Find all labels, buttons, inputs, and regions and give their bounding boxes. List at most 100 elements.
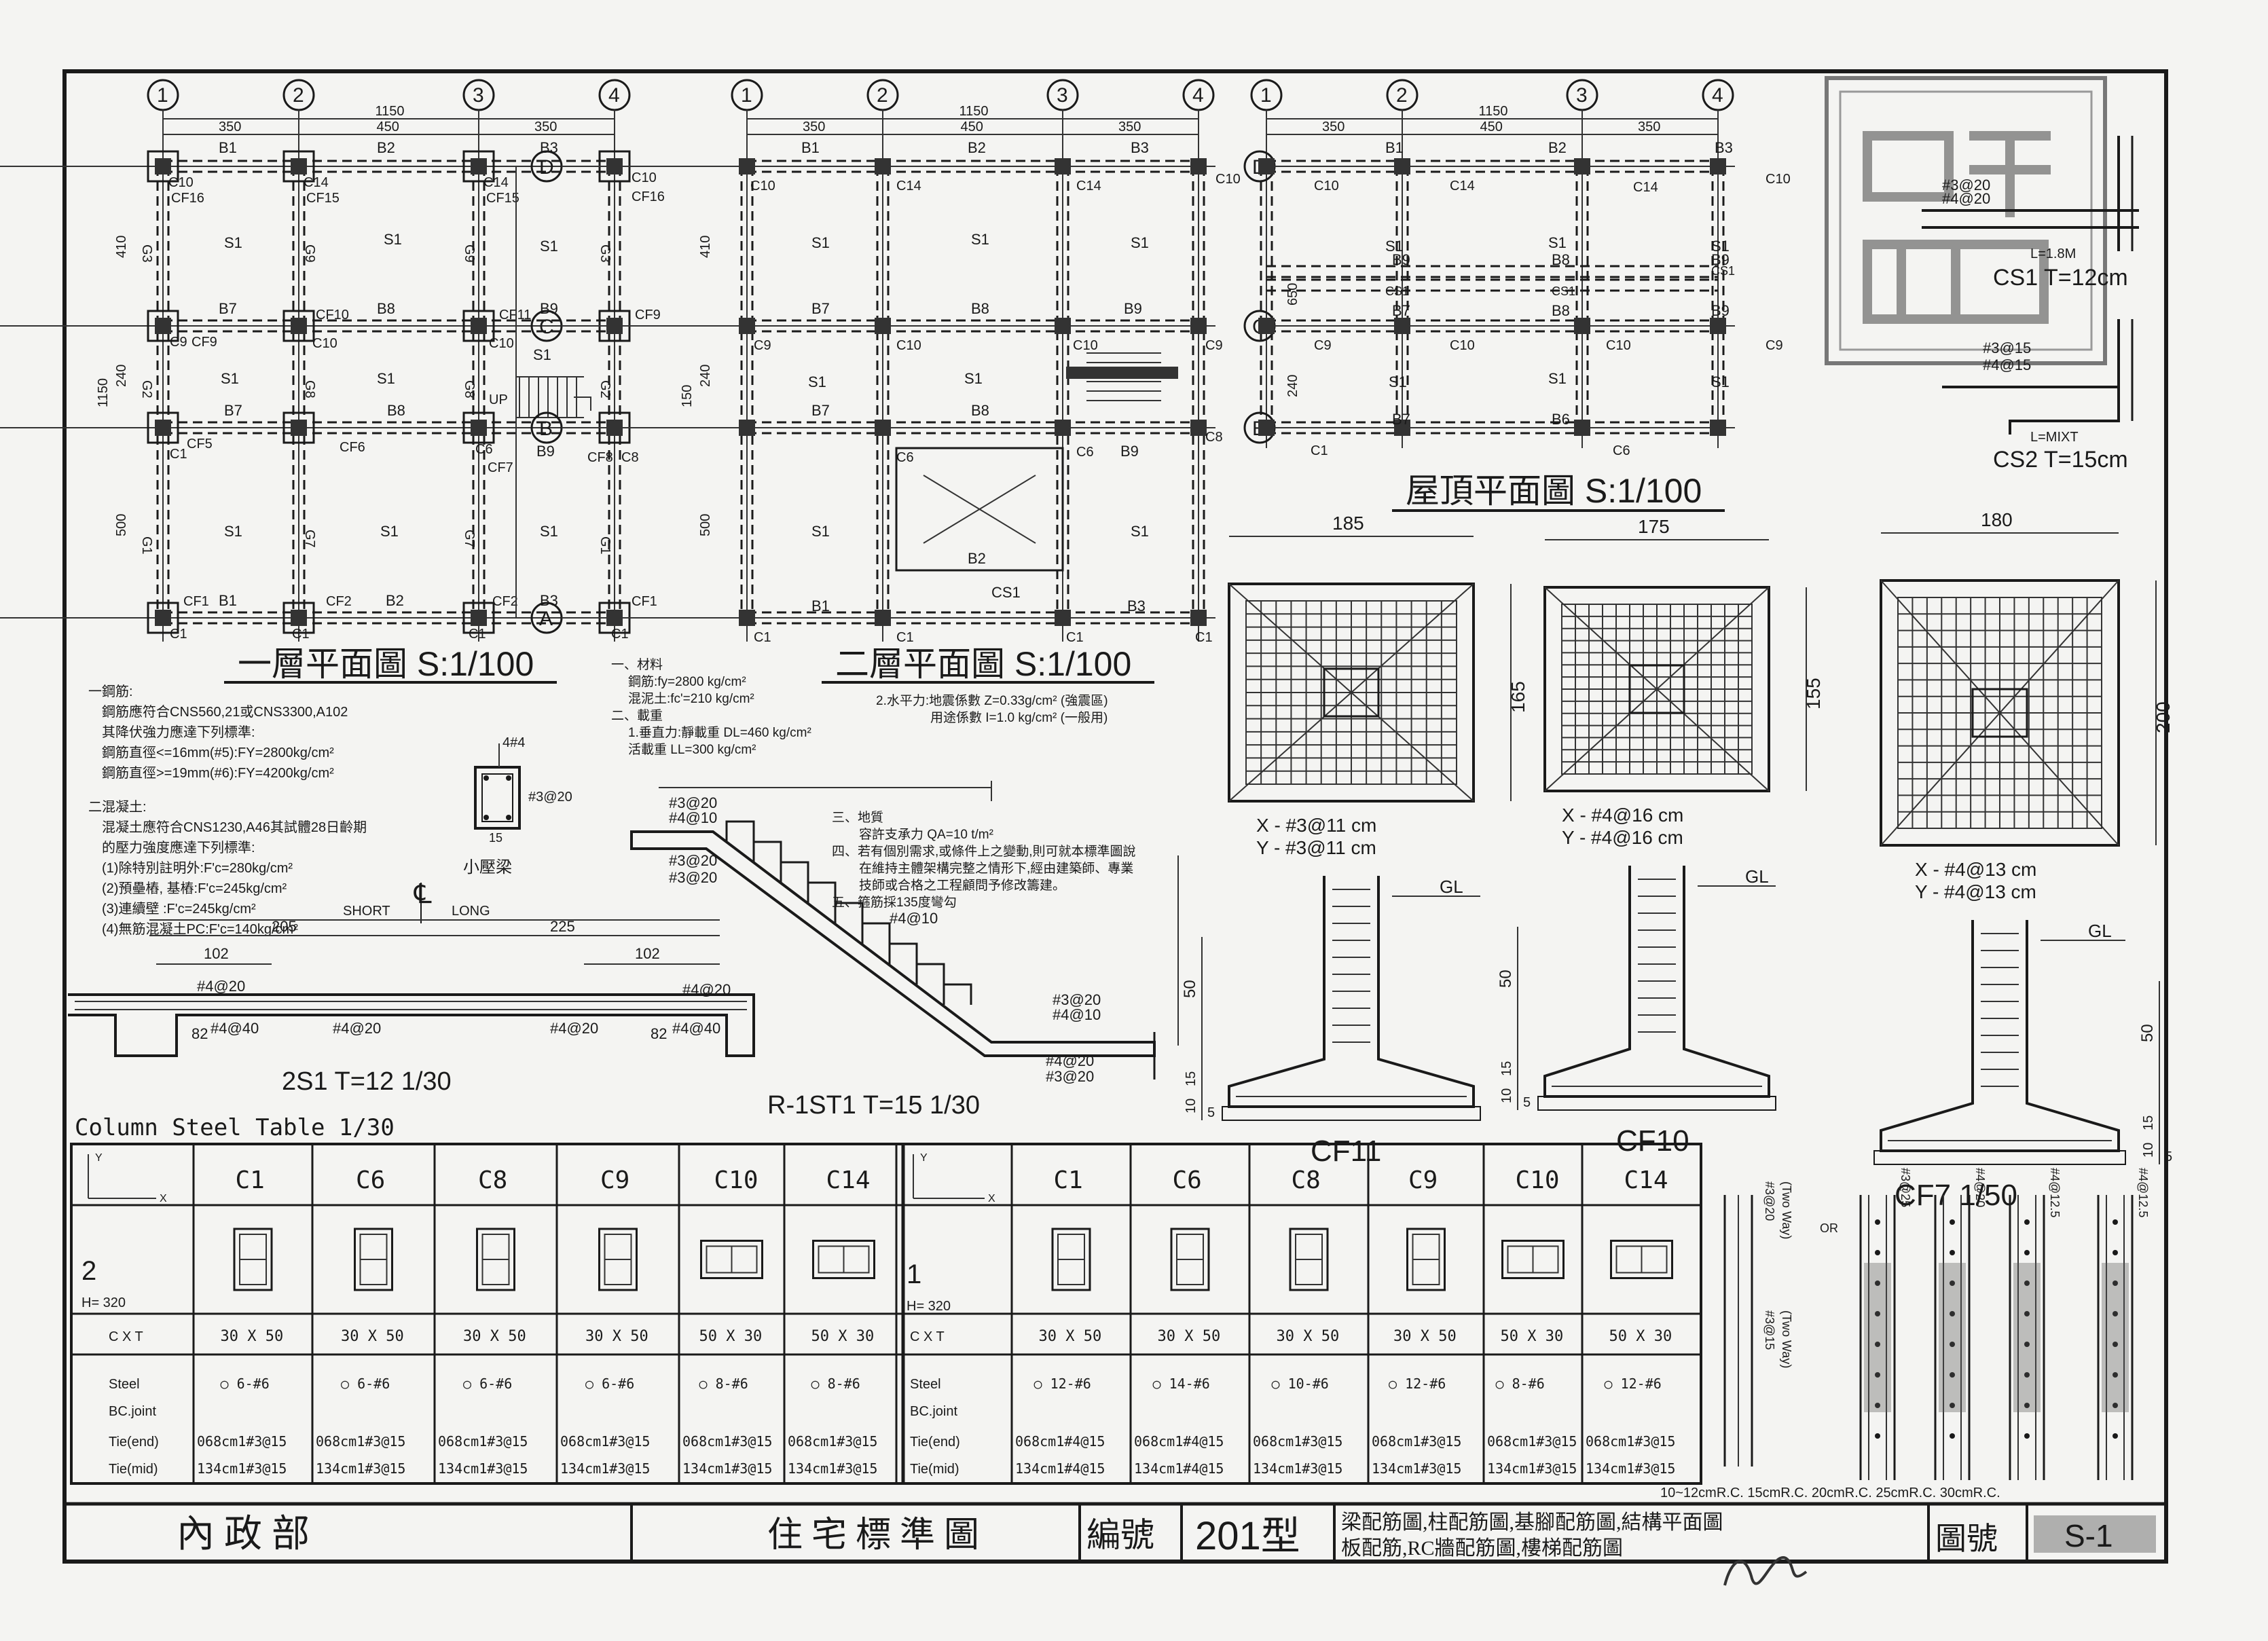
sheet-number-box (2034, 1515, 2156, 1553)
col-label-18: C6 (475, 442, 493, 457)
tie-end-1f-5: 068cm1#3@15 (1586, 1433, 1675, 1450)
col-label-8: C6 (896, 450, 914, 465)
lean-concrete (1873, 1150, 2126, 1165)
column (155, 610, 171, 626)
beam-b7-6: B7 (811, 402, 830, 419)
wall-rebar-dot (1875, 1250, 1880, 1255)
beam-b8-4: B8 (1552, 251, 1570, 268)
tie-mid-1f-5: 134cm1#3@15 (1586, 1460, 1675, 1477)
col-label-6: C10 (1073, 338, 1098, 353)
beam-b3-2: B3 (1131, 139, 1149, 156)
beam-b9-5: B9 (1124, 300, 1142, 317)
seal-stamp (1825, 76, 2107, 365)
axis-x-label-2: X (988, 1193, 995, 1204)
dim-span-2: 450 (1480, 119, 1503, 134)
stair-landing-beam (1066, 367, 1178, 379)
slab-cs1-0: CS1 (1385, 284, 1409, 298)
grid-row-label: C (539, 316, 554, 338)
stair-rebar-5: #4@10 (890, 910, 938, 927)
tie-end-2f-2: 068cm1#3@15 (438, 1433, 528, 1450)
col-label-14: CF9 (635, 308, 661, 322)
footing-outline (462, 602, 495, 634)
wall-rebar-dot (2112, 1250, 2118, 1255)
title-desc-1: 梁配筋圖,柱配筋圖,基腳配筋圖,結構平面圖 (1341, 1511, 1723, 1534)
floor-2-height: H= 320 (81, 1295, 126, 1310)
col-label-1: C14 (896, 179, 921, 193)
cf7-width: 180 (1981, 509, 2013, 530)
cf11-height: 165 (1507, 681, 1529, 713)
cs2-length: L=MIXT (2030, 430, 2079, 445)
drawing-title: 住 宅 標 準 圖 (767, 1516, 979, 1555)
column (1394, 318, 1410, 334)
cf11-plan (1228, 583, 1475, 803)
steel-2f-2: ○ 6-#6 (463, 1376, 512, 1392)
wall-rebar-dot (2112, 1403, 2118, 1408)
cf10-height: 155 (1803, 678, 1824, 709)
column (1190, 318, 1207, 334)
cxt-1f-0: 30 X 50 (1039, 1328, 1102, 1345)
cf10-rebar-x: X - #4@16 cm (1562, 805, 1683, 826)
small-beam-top-bars: 4#4 (502, 735, 525, 750)
column (1710, 318, 1726, 334)
steel-2f-5: ○ 8-#6 (811, 1376, 860, 1392)
small-beam-width: 15 (489, 831, 502, 845)
slab-s1-2: S1 (1131, 234, 1149, 251)
col-header-1f-2: C8 (1292, 1166, 1321, 1194)
footing-outline (282, 310, 315, 342)
tie-mid-2f-2: 134cm1#3@15 (438, 1460, 528, 1477)
cxt-2f-3: 30 X 50 (585, 1328, 648, 1345)
small-beam-detail: 4#4 #3@20 15 小壓梁 (463, 735, 572, 877)
slab-cs1-1: CS1 (1552, 284, 1575, 298)
column (291, 420, 307, 436)
col-header-1f-1: C6 (1173, 1166, 1202, 1194)
small-beam-title: 小壓梁 (463, 858, 512, 877)
column (1190, 420, 1207, 436)
tie-end-1f-4: 068cm1#3@15 (1487, 1433, 1577, 1450)
stair-rebar-9: #3@20 (1046, 1068, 1094, 1085)
tie-end-1f-2: 068cm1#3@15 (1253, 1433, 1342, 1450)
cxt-2f-0: 30 X 50 (221, 1328, 284, 1345)
cf10-name: CF10 (1616, 1124, 1689, 1158)
note-soil-4: 技師或合格之工程顧問予修改籌建。 (859, 878, 1065, 893)
slab-rebar-6: #4@20 (682, 981, 731, 998)
floor-1-height: H= 320 (907, 1299, 951, 1314)
wall-rebar-label-3: #4@12.5 (2136, 1168, 2150, 1217)
beam-b1-0: B1 (1385, 139, 1404, 156)
cf7-plan (1880, 579, 2120, 847)
notes-lateral-loads: 2.水平力:地震係數 Z=0.33g/cm² (強震區)用途係數 I=1.0 k… (876, 693, 1108, 725)
beam-b8-lower: B8 (387, 402, 405, 419)
note-mid-4: 1.垂直力:靜載重 DL=460 kg/cm² (628, 725, 811, 740)
cs1-section: #3@20 #4@20 L=1.8M CS1 T=12cm (1922, 136, 2139, 291)
sheet-number: S-1 (2064, 1518, 2113, 1553)
cf11-name: CF11 (1311, 1135, 1381, 1168)
beam-b9-8: B9 (1711, 302, 1730, 319)
column (471, 158, 487, 174)
floor-2-label: 2 (81, 1256, 96, 1286)
wall-shading (1939, 1263, 1966, 1412)
cf10-rebar-y: Y - #4@16 cm (1562, 827, 1683, 848)
slab-dim-82a: 82 (191, 1025, 208, 1042)
cf7-dim-50: 50 (2138, 1024, 2157, 1042)
slab-s1-1: S1 (1548, 234, 1567, 251)
stair-rebar-4: #3@20 (669, 869, 717, 886)
note-left-2: 其降伏強力應達下列標準: (102, 724, 255, 740)
wall-rebar-dot (1950, 1250, 1955, 1255)
beam-b1-9: B1 (811, 597, 830, 614)
col-label-2: C14 (304, 175, 329, 190)
wall-rebar-dot (1875, 1311, 1880, 1316)
cxt-1f-2: 30 X 50 (1277, 1328, 1340, 1345)
girder-g9: G9 (302, 244, 317, 263)
wall-shading (2013, 1263, 2041, 1412)
column-section (700, 1240, 763, 1279)
stair-rebar-1: #3@20 (669, 794, 717, 811)
cf7-dim-15: 15 (2141, 1115, 2156, 1130)
footing-outline (462, 150, 495, 183)
tie-mid-1f-4: 134cm1#3@15 (1487, 1460, 1577, 1477)
beam-b8-7: B8 (971, 402, 989, 419)
col-header-2f-4: C10 (714, 1166, 758, 1194)
col-label-25: C1 (292, 627, 310, 642)
dim-span-2: 450 (377, 119, 399, 134)
column (1574, 318, 1590, 334)
